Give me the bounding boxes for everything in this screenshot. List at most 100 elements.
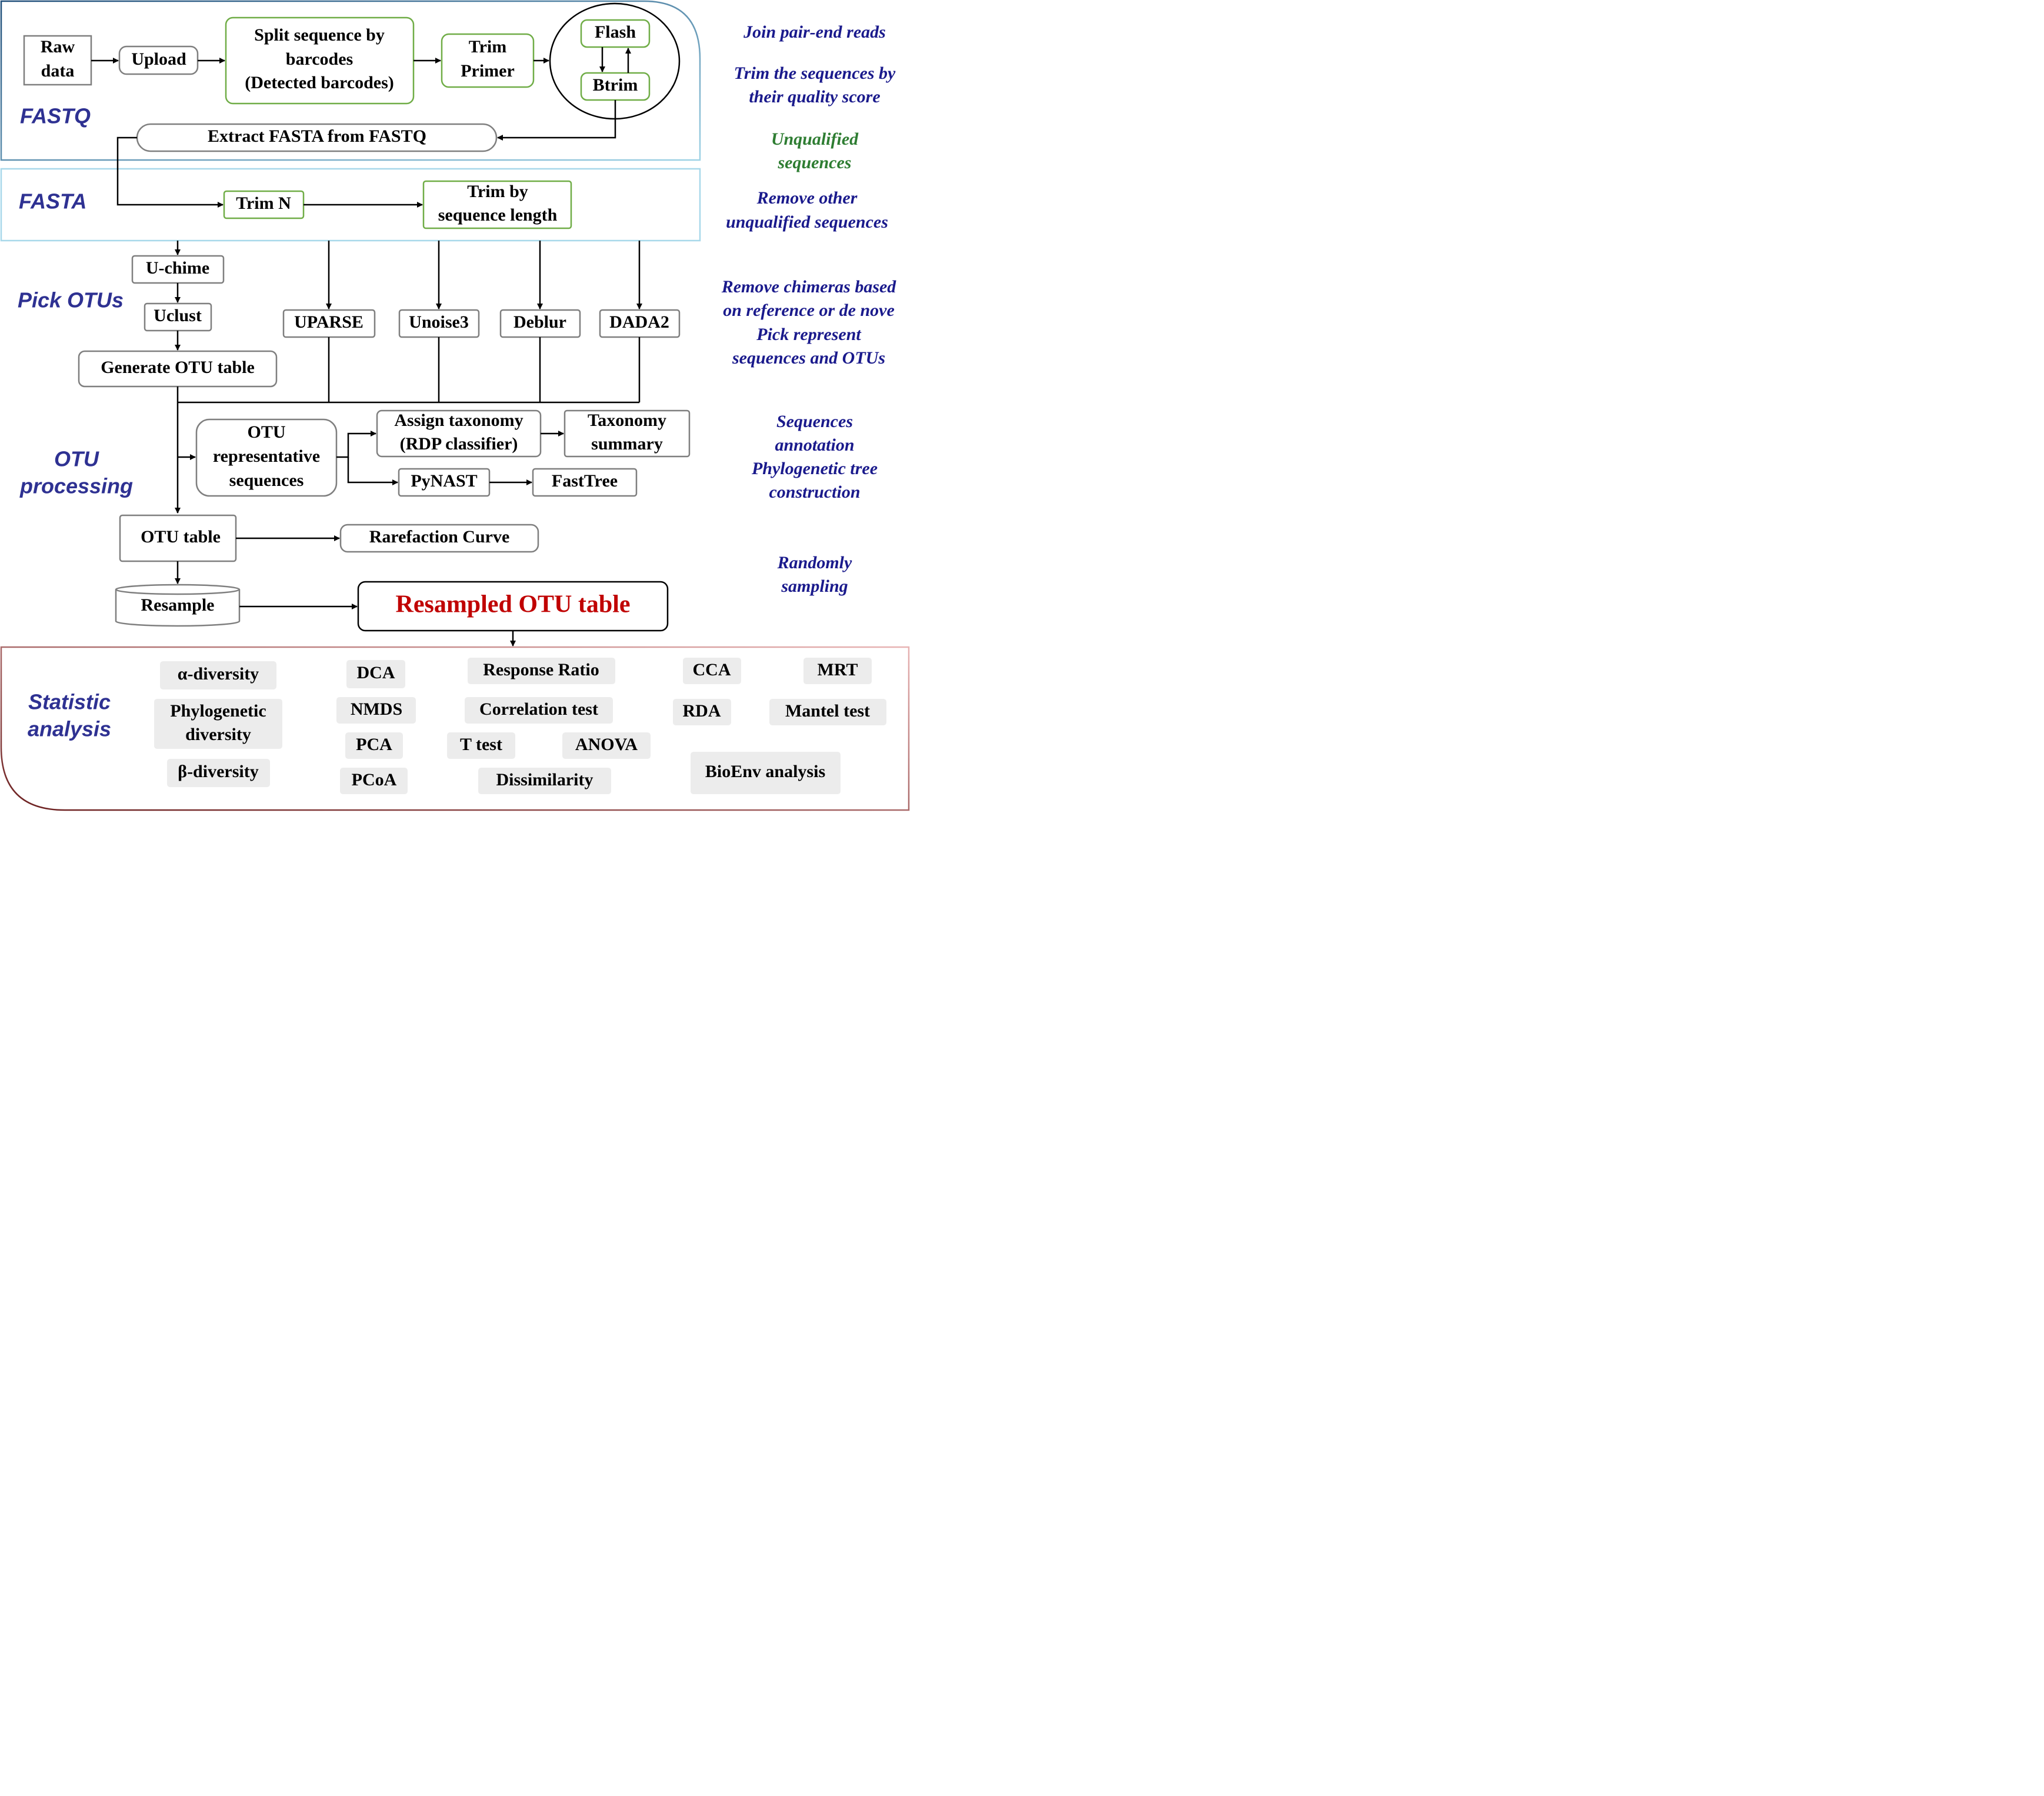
stat-bioenv-label: BioEnv analysis: [705, 762, 825, 781]
assign-tax-label-2: (RDP classifier): [400, 434, 518, 454]
annotation-chimeras-4: sequences and OTUs: [732, 348, 885, 368]
node-trim-n: Trim N: [223, 190, 305, 219]
node-resample: Resample: [115, 584, 241, 627]
section-label-fastq: FASTQ: [20, 104, 91, 128]
fastq-section-frame: [0, 0, 701, 161]
stat-correlation-test: Correlation test: [465, 697, 613, 724]
annotation-join: Join pair-end reads: [743, 22, 886, 42]
node-btrim: Btrim: [580, 72, 651, 101]
node-unoise3: Unoise3: [398, 309, 480, 338]
stat-rda: RDA: [673, 699, 731, 725]
tax-summary-label-1: Taxonomy: [588, 411, 666, 430]
dada2-label: DADA2: [609, 312, 669, 332]
stat-nmds-label: NMDS: [351, 699, 402, 719]
arrow-rep-to-assign: [336, 431, 376, 458]
uparse-label: UPARSE: [294, 312, 364, 332]
node-fasttree: FastTree: [532, 468, 638, 497]
annotation-trim-quality-2: their quality score: [749, 87, 880, 106]
stat-cca-label: CCA: [693, 660, 731, 679]
raw-data-label-1: Raw: [41, 37, 75, 56]
section-label-otu-processing-2: processing: [19, 474, 133, 498]
section-label-pick-otus: Pick OTUs: [18, 288, 124, 312]
stat-bioenv-analysis: BioEnv analysis: [691, 752, 841, 794]
annotation-seq-annotation-1: Sequences: [776, 412, 853, 431]
unoise3-label: Unoise3: [409, 312, 469, 332]
otu-rep-label-3: sequences: [229, 471, 304, 490]
trim-primer-label-1: Trim: [469, 37, 506, 56]
trim-primer-label-2: Primer: [461, 61, 515, 81]
annotation-remove-other-2: unqualified sequences: [726, 212, 888, 232]
fasta-section-frame: [0, 168, 701, 242]
annotation-seq-annotation-3: Phylogenetic tree: [751, 459, 878, 478]
node-deblur: Deblur: [499, 309, 581, 338]
stat-alpha-label: α-diversity: [178, 664, 259, 684]
stat-pca-label: PCA: [356, 735, 392, 754]
node-uclust: Uclust: [144, 302, 212, 332]
arrow-extract-to-trimn: [116, 136, 224, 208]
node-generate-otu: Generate OTU table: [78, 350, 278, 388]
btrim-label: Btrim: [593, 75, 638, 95]
stat-phylo-label-2: diversity: [185, 725, 251, 744]
stat-alpha-diversity: α-diversity: [160, 661, 276, 689]
resampled-label: Resampled OTU table: [396, 591, 631, 618]
stat-dca: DCA: [346, 660, 405, 688]
arrow-rep-to-pynast: [347, 457, 398, 485]
stat-cca: CCA: [683, 658, 741, 684]
node-rarefaction: Rarefaction Curve: [339, 524, 539, 553]
stat-nmds: NMDS: [336, 697, 416, 724]
stat-beta-label: β-diversity: [178, 762, 258, 781]
annotation-trim-quality-1: Trim the sequences by: [734, 64, 896, 83]
node-extract-fasta: Extract FASTA from FASTQ: [136, 123, 498, 152]
node-otu-rep: OTU representative sequences: [195, 418, 338, 497]
stat-mrt-label: MRT: [818, 660, 858, 679]
statistic-section-frame: [0, 646, 910, 811]
stat-pca: PCA: [345, 732, 403, 759]
annotation-seq-annotation-4: construction: [769, 482, 860, 502]
rarefaction-label: Rarefaction Curve: [369, 527, 510, 547]
stat-phylogenetic-diversity: Phylogenetic diversity: [154, 699, 282, 749]
node-pynast: PyNAST: [398, 468, 491, 497]
node-resampled-otu-table: Resampled OTU table: [357, 581, 669, 632]
node-otu-table: OTU table: [119, 514, 237, 562]
annotation-chimeras-3: Pick represent: [756, 325, 862, 344]
trim-length-label-1: Trim by: [467, 182, 528, 201]
node-flash: Flash: [580, 19, 651, 48]
stat-pcoa-label: PCoA: [352, 770, 397, 789]
stat-beta-diversity: β-diversity: [167, 759, 270, 787]
stat-mantel-label: Mantel test: [785, 701, 870, 721]
stat-pcoa: PCoA: [340, 768, 408, 794]
uclust-label: Uclust: [154, 306, 202, 325]
extract-fasta-label: Extract FASTA from FASTQ: [208, 126, 426, 146]
pynast-label: PyNAST: [411, 471, 477, 491]
stat-response-ratio-label: Response Ratio: [483, 660, 599, 679]
node-trim-primer: Trim Primer: [441, 33, 535, 88]
upload-label: Upload: [131, 49, 186, 69]
stat-dissimilarity-label: Dissimilarity: [496, 770, 593, 789]
section-label-fasta: FASTA: [19, 189, 86, 214]
stat-mrt: MRT: [803, 658, 872, 684]
node-raw-data: Raw data: [23, 35, 92, 86]
trim-length-label-2: sequence length: [438, 205, 558, 225]
annotation-unqualified-2: sequences: [778, 153, 852, 172]
generate-otu-label: Generate OTU table: [101, 358, 255, 377]
node-upload: Upload: [118, 45, 199, 75]
uchime-label: U-chime: [146, 258, 209, 278]
tax-summary-label-2: summary: [591, 434, 663, 454]
split-label-3: (Detected barcodes): [245, 73, 394, 92]
raw-data-label-2: data: [41, 61, 75, 81]
workflow-diagram: FASTQ FASTA Pick OTUs OTU processing Sta…: [0, 0, 910, 812]
stat-mantel-test: Mantel test: [769, 699, 886, 725]
assign-tax-label-1: Assign taxonomy: [394, 411, 523, 430]
stat-anova: ANOVA: [562, 732, 651, 759]
stat-anova-label: ANOVA: [575, 735, 638, 754]
stat-response-ratio: Response Ratio: [468, 658, 615, 684]
node-trim-length: Trim by sequence length: [422, 180, 572, 229]
annotation-remove-other-1: Remove other: [756, 188, 858, 208]
otu-rep-label-1: OTU: [247, 422, 285, 442]
node-dada2: DADA2: [599, 309, 681, 338]
section-label-statistic-2: analysis: [28, 717, 111, 741]
resample-label: Resample: [141, 595, 215, 615]
node-split-sequence: Split sequence by barcodes (Detected bar…: [225, 16, 415, 105]
split-label-2: barcodes: [286, 49, 353, 69]
fasttree-label: FastTree: [552, 471, 618, 491]
